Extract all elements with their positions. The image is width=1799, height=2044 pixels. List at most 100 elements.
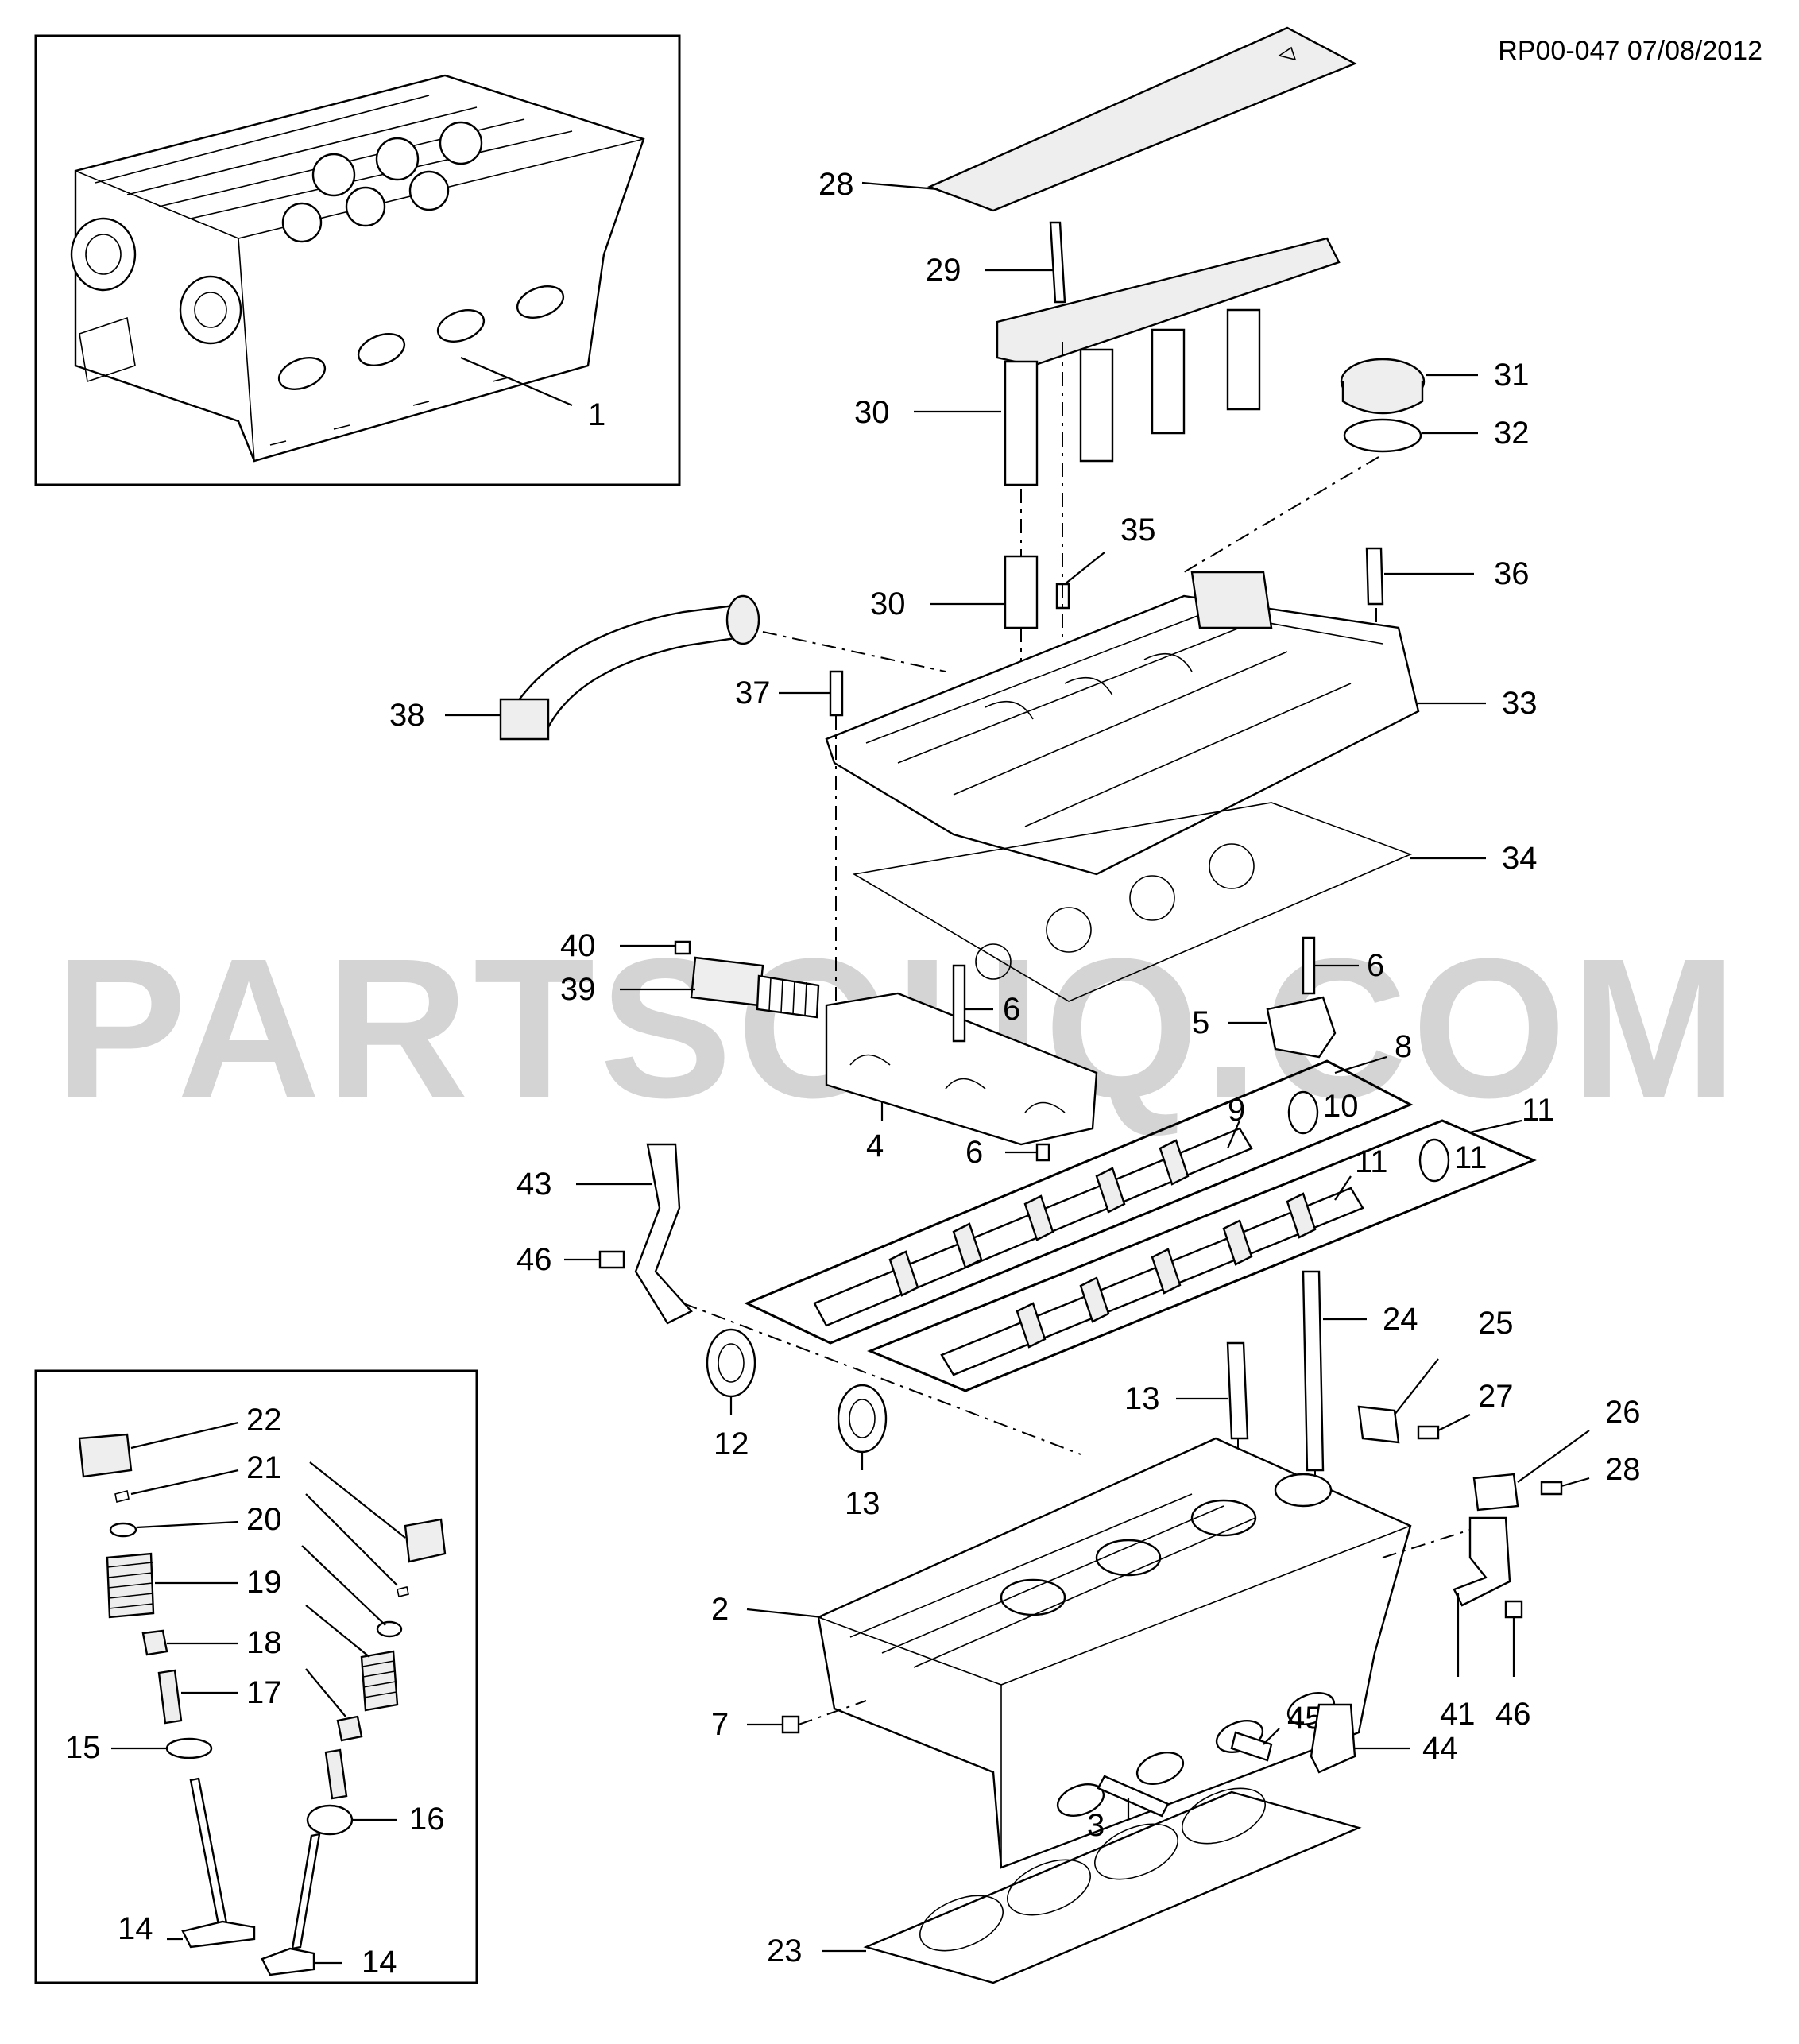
callout-21: 18 (246, 1625, 282, 1660)
harness-bracket (634, 1143, 693, 1325)
callout-15: 13 (1124, 1381, 1160, 1416)
camshaft-sensor-b (1472, 1473, 1519, 1512)
callout-37: 33 (1502, 686, 1538, 721)
callout-14-b: 13 (845, 1486, 880, 1521)
bracket-48 (1310, 1703, 1356, 1774)
valve-seat (165, 1737, 213, 1759)
callout-16: 14 (118, 1911, 153, 1946)
callout-11-a: 10 (1323, 1089, 1359, 1124)
dowel-pin (1035, 1143, 1050, 1162)
callout-27: 24 (1383, 1302, 1418, 1337)
camshaft-set-frame-9 (744, 1059, 1414, 1345)
stud-49 (1230, 1731, 1273, 1762)
callout-30-b: 28 (1605, 1452, 1641, 1487)
callout-2: 2 (711, 1592, 729, 1627)
callout-18: 15 (65, 1730, 101, 1765)
inset-assembled-head: 1 (34, 34, 681, 486)
tappet-part (78, 1433, 133, 1478)
camshaft-seal-b (837, 1384, 888, 1454)
callout-39: 35 (1120, 513, 1156, 548)
spark-plug (1226, 1341, 1249, 1440)
coil-boot (1004, 555, 1039, 629)
valve-seat-b (306, 1804, 354, 1836)
callout-46-a: 46 (516, 1242, 552, 1277)
callout-28: 25 (1478, 1306, 1514, 1341)
head-plug (781, 1715, 800, 1734)
valve-spring-b (360, 1650, 399, 1712)
sensor-wheel (1287, 1090, 1319, 1135)
cylinder-head (817, 1437, 1412, 1869)
callout-13: 11 (1355, 1144, 1388, 1179)
callout-11-b: 11 (1454, 1140, 1488, 1175)
callout-23: 20 (246, 1502, 282, 1537)
intake-valve (181, 1777, 256, 1949)
inset-valve-train: 22 21 20 19 18 17 (34, 1369, 478, 1984)
leader-1 (460, 356, 573, 407)
coil-bolt (1049, 221, 1066, 304)
breather-hose (499, 594, 760, 741)
reference-code: RP00-047 07/08/2012 (1498, 36, 1762, 66)
callout-9: 8 (1395, 1029, 1412, 1064)
exhaust-valve (261, 1833, 321, 1976)
exhaust-stud (1097, 1775, 1170, 1818)
callout-12: 11 (1522, 1093, 1555, 1128)
cap-bolt (952, 964, 966, 1043)
callout-8: 7 (711, 1707, 729, 1742)
callout-6-b: 6 (1367, 948, 1384, 983)
camshaft-cover (825, 571, 1420, 876)
callout-31: 28 (818, 167, 854, 202)
engine-cover (927, 26, 1357, 212)
callout-4: 4 (866, 1128, 884, 1163)
sensor-bolt (1417, 1425, 1440, 1440)
solenoid-bolt (674, 940, 691, 955)
callout-5: 5 (1192, 1005, 1209, 1040)
callout-42: 38 (389, 698, 425, 733)
cap-bolt-b (1302, 936, 1316, 995)
callout-46-b: 46 (1495, 1697, 1531, 1732)
camshaft-bearing-housing (825, 992, 1098, 1146)
callout-47: 43 (516, 1167, 552, 1202)
callout-17: 14 (362, 1945, 397, 1980)
tappet-part-b (404, 1518, 447, 1563)
callout-29: 26 (1605, 1395, 1641, 1430)
camshaft-solenoid (690, 956, 820, 1019)
sensor-bracket (1453, 1516, 1511, 1607)
oil-filler-cap (1340, 358, 1426, 415)
callout-20: 17 (246, 1675, 282, 1710)
sensor-bolt-b (1540, 1481, 1563, 1496)
callout-35: 31 (1494, 358, 1530, 393)
callout-19: 16 (409, 1802, 445, 1837)
callout-3: 3 (1087, 1808, 1105, 1843)
camshaft-seal (706, 1328, 756, 1398)
oil-cap-seal (1343, 418, 1422, 453)
callout-44: 40 (560, 928, 596, 963)
callout-43: 39 (560, 972, 596, 1007)
callout-48: 44 (1422, 1731, 1458, 1766)
callout-30-a: 27 (1478, 1379, 1514, 1414)
callout-10: 9 (1228, 1093, 1245, 1128)
callout-36: 32 (1494, 416, 1530, 451)
camshaft-set-frame-12 (867, 1119, 1537, 1392)
callout-14-a: 12 (714, 1427, 749, 1461)
callout-1: 1 (588, 397, 605, 432)
cover-gasket (852, 802, 1413, 1002)
callout-25: 22 (246, 1403, 282, 1438)
callout-33: 30 (854, 395, 890, 430)
head-bolt (1302, 1270, 1325, 1472)
callout-24: 21 (246, 1450, 282, 1485)
callout-6-a: 6 (1003, 992, 1020, 1027)
callout-40: 36 (1494, 556, 1530, 591)
head-gasket (863, 1787, 1362, 1984)
assembled-head-drawing (70, 74, 645, 463)
callout-38: 34 (1502, 841, 1538, 876)
sensor-wheel-b (1418, 1138, 1450, 1183)
intake-camshaft (813, 1127, 1253, 1327)
bracket-bolt (598, 1250, 625, 1269)
valve-spring (106, 1552, 155, 1619)
callout-45: 41 (1440, 1697, 1476, 1732)
bearing-cap (1266, 996, 1337, 1059)
cover-bolt-41 (829, 670, 844, 717)
inset-frame-valves (34, 1369, 478, 1984)
ignition-coil (996, 237, 1341, 486)
